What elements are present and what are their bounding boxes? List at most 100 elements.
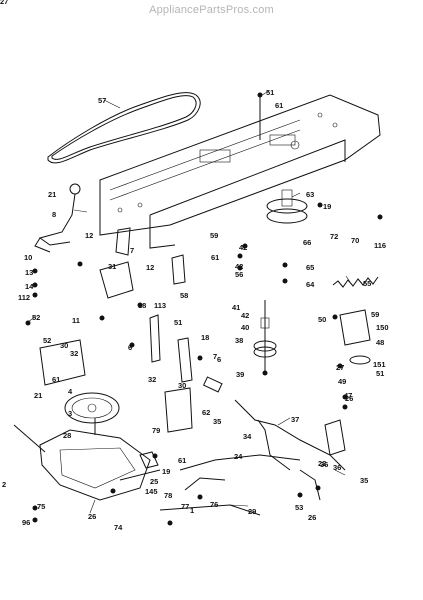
part-number-label: 150 [376,323,389,332]
part-number-label: 151 [373,360,386,369]
part-number-label: 19 [323,202,331,211]
part-number-label: 55 [363,279,371,288]
part-number-label: 25 [150,477,158,486]
part-number-label: 38 [235,336,243,345]
transaxle-drawing [13,392,161,501]
part-number-label: 11 [72,316,80,325]
part-number-label: 113 [154,301,166,310]
part-number-label: 1 [190,506,194,515]
part-number-label: 145 [145,487,158,496]
leader-lines [27,90,351,514]
part-number-label: 3 [68,409,72,418]
part-number-label: 59 [371,310,379,319]
part-number-label: 26 [88,512,96,521]
part-number-label: 36 [333,463,341,472]
part-number-label: 14 [25,282,34,291]
part-number-label: 56 [235,270,243,279]
shift-lever-drawing [34,183,81,253]
linkage-rods-drawing [139,309,371,516]
part-number-label: 30 [178,381,186,390]
part-number-label: 18 [201,333,209,342]
part-number-label: 21 [48,190,56,199]
part-number-label: 27 [336,363,344,372]
part-number-label: 77 [181,502,189,511]
part-number-label: 50 [318,315,326,324]
part-number-label: 7 [130,246,134,255]
part-number-label: 49 [338,377,346,386]
part-number-label: 34 [243,432,252,441]
part-number-label: 27 [0,0,8,6]
part-number-label: 62 [202,408,210,417]
part-number-label: 39 [236,370,244,379]
part-number-label: 116 [374,241,386,250]
part-number-label: 7 [213,352,217,361]
part-number-label: 70 [351,236,359,245]
part-number-label: 52 [43,336,51,345]
part-number-label: 6 [128,343,132,352]
part-number-label: 12 [146,263,154,272]
part-number-label: 51 [376,369,384,378]
part-number-label: 31 [108,262,116,271]
part-number-label: 13 [25,268,33,277]
part-number-label: 79 [152,426,160,435]
part-number-label: 51 [174,318,182,327]
part-number-label: 42 [241,311,249,320]
part-number-label: 52 [32,313,40,322]
part-number-label: 22 [318,459,326,468]
part-number-label: 18 [138,301,146,310]
part-number-label: 41 [232,303,240,312]
part-number-label: 59 [210,231,218,240]
hardware-drawings [25,202,383,526]
part-number-label: 61 [178,456,186,465]
part-number-label: 78 [164,491,172,500]
part-number-label: 35 [213,417,221,426]
part-number-label: 76 [210,500,218,509]
part-number-label: 2 [2,480,6,489]
watermark-text: AppliancePartsPros.com [149,4,274,16]
mower-frame-drawing [99,94,381,249]
part-number-label: 42 [239,243,247,252]
part-number-label: 26 [308,513,316,522]
part-number-label: 26 [345,394,353,403]
part-number-label: 19 [162,467,170,476]
part-number-label: 40 [241,323,249,332]
part-number-label: 75 [37,502,45,511]
part-number-label: 61 [52,375,60,384]
part-number-label: 74 [114,523,123,532]
part-number-label: 57 [98,96,106,105]
part-number-label: 24 [234,452,243,461]
part-number-label: 32 [70,349,78,358]
pulley-assembly-drawing [253,92,308,372]
part-number-label: 29 [248,507,256,516]
part-number-label: 12 [85,231,93,240]
part-number-label: 61 [275,101,283,110]
part-number-label: 65 [306,263,314,272]
part-number-label: 53 [295,503,303,512]
part-number-label: 10 [24,253,32,262]
part-number-label: 6 [217,355,221,364]
part-number-label: 36 [320,460,328,469]
part-number-label: 61 [211,253,219,262]
part-number-label: 32 [148,375,156,384]
part-number-label: 4 [68,387,73,396]
part-number-label: 72 [330,232,338,241]
part-number-label: 58 [180,291,188,300]
part-number-label: 63 [306,190,314,199]
part-number-label: 64 [306,280,315,289]
part-number-label: 35 [360,476,368,485]
drive-belt-drawing [47,92,201,164]
part-number-label: 8 [52,210,56,219]
part-number-label: 96 [22,518,30,527]
part-number-label: 47 [344,391,352,400]
part-number-label: 28 [63,431,71,440]
part-number-label: 37 [291,415,299,424]
part-number-label: 21 [34,391,42,400]
part-number-label: 112 [18,293,30,302]
part-number-label: 66 [303,238,311,247]
part-number-label: 30 [60,341,68,350]
part-number-label: 48 [376,338,384,347]
part-number-label: 51 [266,88,274,97]
bracket-drawings [39,227,193,433]
